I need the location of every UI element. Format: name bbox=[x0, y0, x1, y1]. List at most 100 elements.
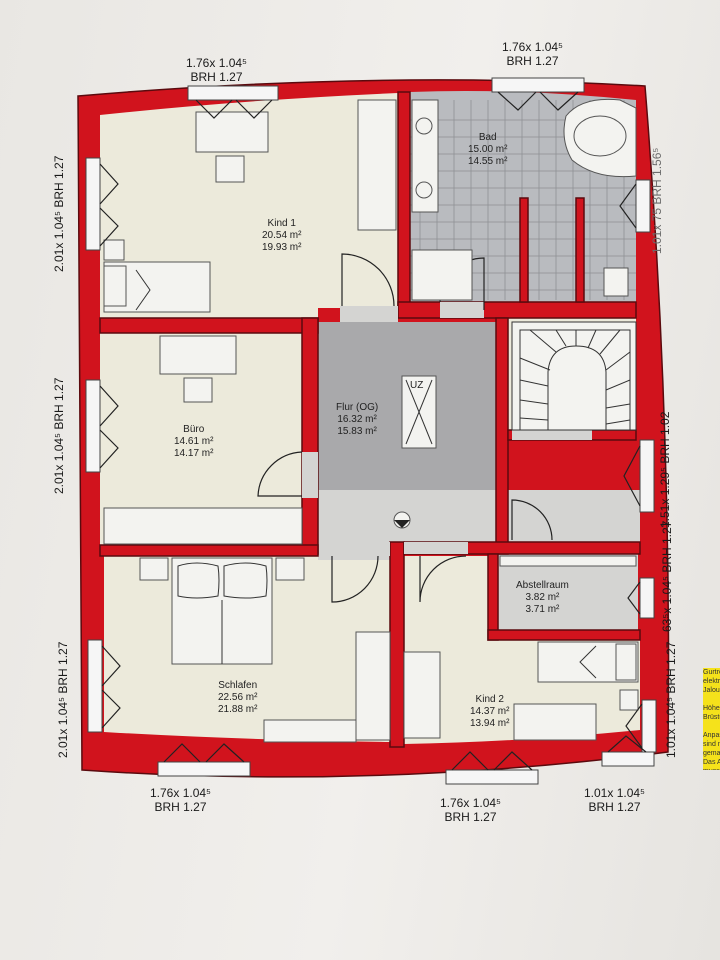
wall-bath-partition-1 bbox=[519, 197, 529, 303]
door-gap-stairs bbox=[512, 430, 592, 440]
room-name: Kind 2 bbox=[475, 694, 504, 705]
window-left-schlafen bbox=[87, 639, 103, 733]
window-brh: BRH 1.27 bbox=[506, 54, 559, 68]
window-left-schlafen-swing bbox=[101, 645, 121, 729]
stairs bbox=[511, 321, 637, 431]
attic-hatch-label: UZ bbox=[410, 380, 424, 391]
legend-line bbox=[703, 695, 720, 704]
door-arc-schlafen bbox=[331, 555, 379, 603]
room-name: Schlafen bbox=[218, 680, 258, 691]
room-label-buero: Büro 14.61 m² 14.17 m² bbox=[174, 424, 213, 460]
room-name: Büro bbox=[183, 424, 205, 435]
legend-line: muss bbox=[703, 767, 720, 770]
window-right-kind2 bbox=[641, 699, 657, 753]
window-size: 1.76x 1.04⁵ bbox=[502, 40, 564, 54]
window-left-kind1-swing bbox=[99, 163, 119, 247]
kind2-bed-fold bbox=[579, 645, 597, 679]
schlafen-bed-pillows bbox=[177, 562, 268, 599]
window-brh: BRH 1.27 bbox=[444, 810, 497, 824]
bad-sink-top bbox=[415, 117, 433, 135]
room-label-flur: Flur (OG) 16.32 m² 15.83 m² bbox=[336, 402, 378, 438]
kind1-chair bbox=[215, 155, 245, 183]
room-name: Bad bbox=[478, 132, 497, 143]
room-area-gross: 20.54 m² bbox=[262, 230, 302, 241]
window-top-left-swing bbox=[195, 99, 273, 119]
wall-kind1-buero bbox=[99, 317, 319, 334]
room-label-kind2: Kind 2 14.37 m² 13.94 m² bbox=[470, 694, 509, 730]
room-abstellraum-fill bbox=[498, 554, 638, 630]
window-bottom-right bbox=[601, 751, 655, 767]
door-gap-kind2 bbox=[404, 542, 468, 554]
room-name: Flur (OG) bbox=[336, 402, 379, 413]
room-area-net: 14.55 m² bbox=[468, 156, 508, 167]
kind1-pillow bbox=[103, 265, 127, 307]
window-size: 1.76x 1.04⁵ bbox=[186, 56, 248, 70]
schlafen-nightstand-right bbox=[275, 557, 305, 581]
wall-abstell-left bbox=[487, 553, 499, 641]
window-dim-right-bad: 1.01x 75 BRH 1.56⁵ bbox=[650, 147, 664, 254]
window-left-buero bbox=[85, 379, 101, 473]
room-area-gross: 22.56 m² bbox=[218, 692, 258, 703]
window-size: 1.01x 1.04⁵ bbox=[584, 786, 646, 800]
legend-note: Gurtroll elektris Jalousi Höhe F Brüstun… bbox=[703, 668, 720, 770]
legend-line: Das A bbox=[703, 759, 720, 766]
door-arc-buero bbox=[257, 451, 303, 497]
window-right-flur-swing bbox=[623, 445, 641, 507]
legend-line: Anpass bbox=[703, 732, 720, 739]
door-gap-buero bbox=[302, 452, 318, 498]
door-gap-kind1 bbox=[340, 306, 398, 322]
buero-chair bbox=[183, 377, 213, 403]
room-area-gross: 3.82 m² bbox=[525, 592, 560, 603]
room-kind2-fill bbox=[404, 556, 640, 744]
window-right-abstell-swing bbox=[627, 581, 641, 615]
room-label-bad: Bad 15.00 m² 14.55 m² bbox=[468, 132, 507, 168]
window-right-kind2-swing bbox=[625, 703, 643, 749]
window-bottom-right-swing bbox=[607, 735, 647, 753]
window-bottom-schlafen-swing bbox=[163, 743, 245, 763]
window-size: 1.76x 1.04⁵ bbox=[150, 786, 212, 800]
window-brh: BRH 1.27 bbox=[190, 70, 243, 84]
bad-toilet bbox=[603, 267, 629, 297]
window-brh: BRH 1.27 bbox=[154, 800, 207, 814]
window-dim-left-buero: 2.01x 1.04⁵ BRH 1.27 bbox=[52, 377, 66, 494]
window-top-right bbox=[491, 77, 585, 93]
room-flur-lower-fill bbox=[318, 490, 640, 542]
window-dim-bottom-schlafen: 1.76x 1.04⁵ BRH 1.27 bbox=[150, 786, 211, 814]
window-dim-bottom-right: 1.01x 1.04⁵ BRH 1.27 bbox=[584, 786, 645, 814]
wall-bad-bottom bbox=[397, 301, 637, 319]
window-dim-left-schlafen: 2.01x 1.04⁵ BRH 1.27 bbox=[56, 641, 70, 758]
wall-schlafen-kind2 bbox=[389, 541, 405, 748]
legend-line: Brüstun bbox=[703, 714, 720, 721]
room-label-schlafen: Schlafen 22.56 m² 21.88 m² bbox=[218, 680, 257, 716]
window-right-bad bbox=[635, 179, 651, 233]
windows bbox=[85, 77, 657, 785]
window-bottom-kind2 bbox=[445, 769, 539, 785]
window-dim-left-kind1: 2.01x 1.04⁵ BRH 1.27 bbox=[52, 155, 66, 272]
window-dim-top-left: 1.76x 1.04⁵ BRH 1.27 bbox=[186, 56, 247, 84]
legend-line: sind nu bbox=[703, 741, 720, 748]
wall-kind1-bad bbox=[397, 91, 411, 307]
flur-hatch-ladder bbox=[405, 379, 433, 445]
bad-sink-bottom bbox=[415, 181, 433, 199]
buero-desk bbox=[159, 335, 237, 375]
schlafen-bench bbox=[263, 719, 357, 743]
window-size: 1.76x 1.04⁵ bbox=[440, 796, 502, 810]
flur-chimney-mark bbox=[394, 520, 410, 528]
room-area-gross: 14.37 m² bbox=[470, 706, 510, 717]
kind2-desk-body bbox=[513, 703, 597, 741]
window-dim-top-right: 1.76x 1.04⁵ BRH 1.27 bbox=[502, 40, 563, 68]
legend-line: Gurtroll bbox=[703, 669, 720, 676]
legend-line: gemac bbox=[703, 750, 720, 757]
room-area-gross: 15.00 m² bbox=[468, 144, 508, 155]
window-left-kind1 bbox=[85, 157, 101, 251]
room-label-kind1: Kind 1 20.54 m² 19.93 m² bbox=[262, 218, 301, 254]
window-right-abstell bbox=[639, 577, 655, 619]
room-area-net: 3.71 m² bbox=[525, 604, 560, 615]
room-area-gross: 14.61 m² bbox=[174, 436, 214, 447]
wall-buero-flur bbox=[301, 317, 319, 555]
window-right-bad-swing bbox=[619, 183, 637, 229]
schlafen-wardrobe bbox=[355, 631, 391, 741]
window-top-left bbox=[187, 85, 279, 101]
legend-line: elektris bbox=[703, 678, 720, 685]
